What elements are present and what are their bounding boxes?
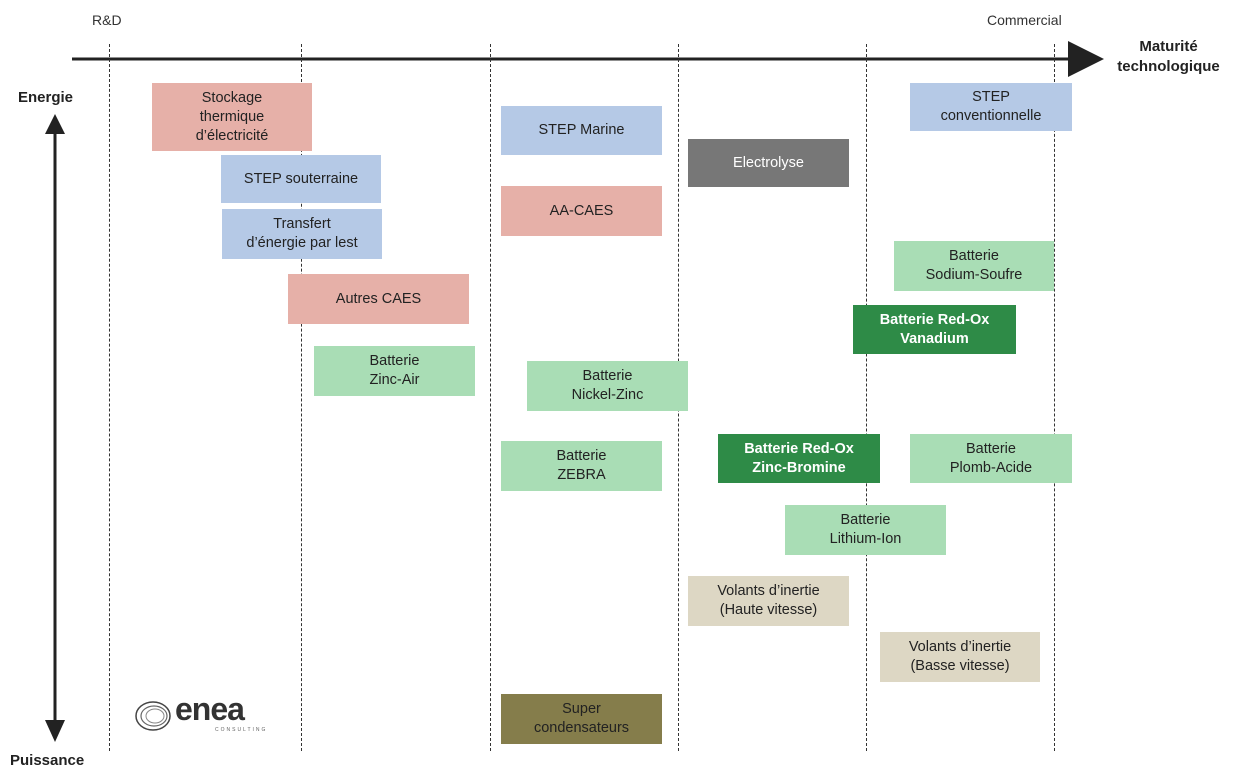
column-divider <box>866 44 867 751</box>
box-label-line: Plomb-Acide <box>949 459 1033 476</box>
box-label-line: Batterie Red-Ox <box>744 440 854 457</box>
box-super-condensateurs: Super condensateurs <box>501 694 662 744</box>
box-label-line: condensateurs <box>533 720 630 736</box>
box-step-conventionnelle: STEP conventionnelle <box>910 83 1072 131</box>
box-label-line: Zinc-Air <box>369 372 420 388</box>
box-label-line: Vanadium <box>900 330 969 347</box>
column-divider <box>301 44 302 751</box>
column-divider <box>109 44 110 751</box>
box-label-line: Zinc-Bromine <box>752 459 846 476</box>
box-label-line: Batterie <box>949 248 999 264</box>
box-label-line: Batterie <box>840 512 891 528</box>
x-axis-title-line1: Maturité <box>1139 38 1198 55</box>
box-label-line: Electrolyse <box>733 154 804 171</box>
box-label-line: Volants d’inertie <box>908 639 1012 655</box>
enea-logo: enea CONSULTING <box>133 691 283 737</box>
x-axis-title: Maturité technologique <box>1100 37 1237 77</box>
box-label-line: Transfert <box>273 216 331 232</box>
box-label-line: Batterie Red-Ox <box>879 311 990 328</box>
box-label-line: STEP Marine <box>538 122 625 138</box>
box-label-line: STEP <box>972 89 1010 105</box>
box-label-line: d’électricité <box>195 127 269 144</box>
box-label-line: Batterie <box>369 353 420 369</box>
box-label-line: STEP souterraine <box>243 170 359 187</box>
box-autres-caes: Autres CAES <box>288 274 469 324</box>
column-divider <box>490 44 491 751</box>
box-volants-haute-vitesse: Volants d’inertie (Haute vitesse) <box>688 576 849 626</box>
box-stockage-thermique: Stockage thermique d’électricité <box>152 83 312 151</box>
box-label-line: (Basse vitesse) <box>910 658 1010 674</box>
energie-label: Energie <box>18 89 74 106</box>
box-label-line: conventionnelle <box>940 108 1042 124</box>
rd-label: R&D <box>92 12 122 28</box>
box-label-line: AA-CAES <box>549 202 614 219</box>
box-label-line: Batterie <box>966 440 1016 457</box>
box-volants-basse-vitesse: Volants d’inertie (Basse vitesse) <box>880 632 1040 682</box>
y-axis-arrow-down <box>45 720 65 742</box>
box-label-line: thermique <box>199 108 265 125</box>
box-label-line: Autres CAES <box>335 290 422 307</box>
box-label-line: ZEBRA <box>557 467 606 483</box>
box-label-line: (Haute vitesse) <box>719 602 818 618</box>
box-step-marine: STEP Marine <box>501 106 662 155</box>
box-label-line: Super <box>562 701 601 717</box>
puissance-label: Puissance <box>10 752 85 769</box>
box-label-line: Lithium-Ion <box>829 531 902 547</box>
box-label-line: Batterie <box>556 448 607 464</box>
enea-swirl-icon <box>135 701 171 731</box>
box-label-line: Batterie <box>582 368 633 384</box>
box-label-line: Nickel-Zinc <box>571 387 644 403</box>
box-label-line: Stockage <box>201 89 263 106</box>
logo-subtitle: CONSULTING <box>215 727 268 733</box>
box-label-line: Sodium-Soufre <box>925 267 1023 283</box>
commercial-label: Commercial <box>987 12 1062 28</box>
y-axis-arrow-up <box>45 114 65 134</box>
x-axis-title-line2: technologique <box>1117 58 1220 75</box>
box-aa-caes: AA-CAES <box>501 186 662 236</box>
logo-wordmark: enea <box>175 691 245 727</box>
box-label-line: Volants d’inertie <box>717 583 820 599</box>
box-step-souterraine: STEP souterraine <box>221 155 381 203</box>
box-electrolyse: Electrolyse <box>688 139 849 187</box>
box-label-line: d’énergie par lest <box>246 235 358 251</box>
column-divider <box>1054 44 1055 751</box>
box-transfert-energie: Transfert d’énergie par lest <box>222 209 382 259</box>
